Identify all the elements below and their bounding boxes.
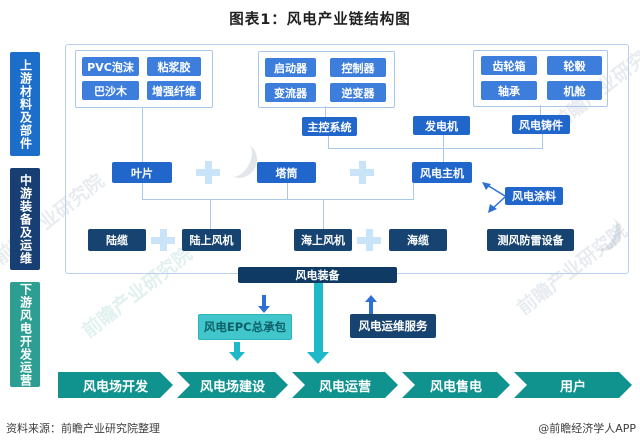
connector-bus bbox=[328, 148, 543, 149]
node-balsa-wood: 巴沙木 bbox=[82, 81, 139, 100]
connector-line bbox=[323, 200, 324, 229]
node-wind-epc: 风电EPC总承包 bbox=[198, 314, 292, 340]
node-wind-coating: 风电涂料 bbox=[505, 187, 563, 205]
node-blade: 叶片 bbox=[112, 162, 172, 183]
arrow-up-icon bbox=[365, 295, 377, 302]
bar-wind-equipment: 风电装备 bbox=[238, 267, 397, 283]
connector-line bbox=[413, 183, 414, 199]
source-note: 资料来源：前瞻产业研究院整理 bbox=[6, 422, 160, 435]
connector-line bbox=[443, 149, 444, 162]
node-submarine-cable: 海缆 bbox=[389, 229, 447, 251]
plus-icon bbox=[196, 161, 220, 184]
connector-line bbox=[443, 135, 444, 148]
connector-bus bbox=[142, 199, 414, 200]
cluster-blade-materials bbox=[75, 50, 213, 108]
sidebar-label-midstream: 中游装备及运维 bbox=[10, 168, 40, 270]
sidebar-label-downstream: 下游风电开发运营 bbox=[10, 282, 40, 387]
arrow-down-icon bbox=[234, 342, 240, 352]
plus-icon bbox=[357, 229, 381, 251]
node-main-control-system: 主控系统 bbox=[302, 117, 357, 136]
plus-icon bbox=[151, 229, 175, 251]
credit-note: @前瞻经济学人APP bbox=[538, 422, 636, 435]
node-hub: 轮毂 bbox=[547, 56, 602, 75]
cluster-electrical-parts bbox=[258, 51, 395, 108]
node-controller: 控制器 bbox=[330, 58, 386, 77]
arrow-down-icon bbox=[314, 283, 323, 352]
node-wind-om-service: 风电运维服务 bbox=[350, 314, 436, 338]
arrow-down-icon bbox=[307, 352, 329, 364]
connector-line bbox=[142, 183, 143, 199]
plus-icon bbox=[350, 161, 374, 184]
node-bearing: 轴承 bbox=[481, 81, 537, 100]
node-converter: 变流器 bbox=[265, 83, 316, 102]
page-title: 图表1：风电产业链结构图 bbox=[229, 12, 411, 28]
node-wind-casting: 风电铸件 bbox=[512, 115, 570, 134]
connector-line bbox=[542, 134, 543, 148]
arrow-down-icon bbox=[262, 295, 266, 306]
connector-line bbox=[287, 183, 288, 199]
connector-line bbox=[540, 105, 541, 115]
node-gearbox: 齿轮箱 bbox=[481, 56, 537, 75]
arrow-down-icon bbox=[258, 306, 270, 313]
node-starter: 启动器 bbox=[265, 58, 316, 77]
connector-line bbox=[142, 107, 143, 162]
node-land-cable: 陆缆 bbox=[88, 229, 146, 251]
connector-line bbox=[325, 106, 326, 117]
chain-step-operation: 风电运营 bbox=[292, 372, 398, 398]
node-onshore-turbine: 陆上风机 bbox=[182, 229, 241, 251]
node-inverter: 逆变器 bbox=[330, 83, 386, 102]
node-wind-lightning-equipment: 测风防雷设备 bbox=[487, 229, 574, 251]
chain-step-sales: 风电售电 bbox=[402, 372, 510, 398]
node-adhesive: 粘浆胶 bbox=[147, 57, 201, 76]
chain-step-construction: 风电场建设 bbox=[177, 372, 288, 398]
connector-line bbox=[328, 136, 329, 148]
node-generator: 发电机 bbox=[413, 116, 470, 135]
arrow-down-icon bbox=[229, 352, 245, 361]
chain-step-user: 用户 bbox=[514, 372, 632, 398]
arrow-up-icon bbox=[369, 302, 373, 314]
node-tower: 塔筒 bbox=[257, 162, 316, 183]
node-wind-main-unit: 风电主机 bbox=[412, 162, 472, 183]
node-pvc-foam: PVC泡沫 bbox=[82, 57, 139, 76]
coating-arrows-icon bbox=[482, 182, 506, 213]
node-nacelle: 机舱 bbox=[547, 81, 602, 100]
sidebar-label-upstream: 上游材料及部件 bbox=[10, 52, 40, 156]
chain-step-development: 风电场开发 bbox=[58, 372, 173, 398]
node-reinforced-fiber: 增强纤维 bbox=[147, 81, 201, 100]
connector-line bbox=[210, 200, 211, 229]
node-offshore-turbine: 海上风机 bbox=[294, 229, 352, 251]
